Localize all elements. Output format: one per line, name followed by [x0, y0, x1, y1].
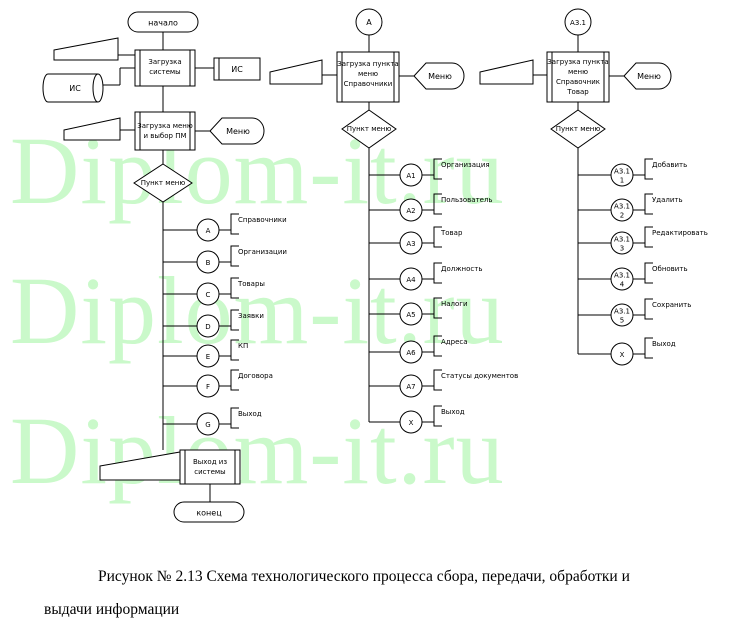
col2-annotation-5: Налоги	[441, 300, 468, 308]
col3-annotation-5: Сохранить	[652, 301, 691, 309]
col1-node-4-label: D	[205, 323, 210, 331]
col1-node-6-label: F	[206, 383, 210, 391]
col3-node-1-label: 1	[620, 177, 624, 185]
col2-annotation-4: Должность	[441, 265, 482, 273]
exit-system-process	[179, 449, 241, 485]
col3-node-4-label: A3.1	[614, 272, 630, 280]
col3-load-line1: Загрузка пункта	[547, 58, 608, 66]
col1-node-5-label: E	[206, 353, 210, 361]
exit-system-line2: системы	[194, 468, 225, 476]
col3-node-4-label: 4	[620, 281, 625, 289]
col1-node-1-label: A	[206, 227, 211, 235]
decision-col2-label: Пункт меню	[347, 125, 392, 133]
storage-is	[213, 57, 261, 81]
col1-annotation-7: Выход	[238, 410, 262, 418]
col1-annotation-5: КП	[238, 342, 248, 350]
col2-node-5-label: A5	[406, 311, 415, 319]
is-right-label: ИС	[231, 65, 243, 74]
col3-node-2-label: A3.1	[614, 203, 630, 211]
decision-col3-label: Пункт меню	[556, 125, 601, 133]
col1-annotation-4: Заявки	[238, 312, 264, 320]
manual-input-menu	[63, 117, 121, 141]
col2-annotation-2: Пользователь	[441, 196, 493, 204]
col3-node-1-label: A3.1	[614, 168, 630, 176]
col1-node-7-label: G	[205, 421, 210, 429]
col1-annotation-1: Справочники	[238, 216, 287, 224]
col3-annotation-2: Удалить	[652, 196, 683, 204]
manual-input-col2	[269, 59, 323, 85]
end-terminal	[173, 501, 245, 523]
connector-a31-label: A3.1	[570, 19, 586, 27]
col3-annotation-4: Обновить	[652, 265, 688, 273]
caption-line2: выдачи информации	[44, 601, 180, 618]
col1-annotation-3: Товары	[237, 280, 265, 288]
col3-node-6-label: X	[620, 351, 625, 359]
col1-node-2-label: B	[206, 259, 211, 267]
col3-load-line3: Справочник	[556, 78, 600, 86]
end-label: конец	[196, 509, 222, 518]
col1-annotation-6: Договора	[238, 372, 273, 380]
manual-input-col3	[479, 59, 534, 85]
menu-label-3: Меню	[637, 72, 661, 81]
col3-node-5-label: A3.1	[614, 308, 630, 316]
display-menu-3	[623, 62, 672, 90]
figure-caption: Рисунок № 2.13 Схема технологического пр…	[44, 560, 724, 626]
col2-node-2-label: A2	[406, 207, 415, 215]
display-menu-2	[413, 62, 465, 90]
col3-node-5-label: 5	[620, 317, 624, 325]
load-menu-line1: Загрузка меню	[137, 122, 193, 130]
col3-annotation-6: Выход	[652, 340, 676, 348]
col2-node-4-label: A4	[406, 276, 416, 284]
col3-load-line2: меню	[568, 68, 588, 76]
manual-input-top-left	[53, 37, 119, 61]
load-system-line2: системы	[149, 68, 180, 76]
load-item-process-col2	[336, 51, 400, 103]
menu-label-1: Меню	[226, 127, 250, 136]
decision-col1-label: Пункт меню	[141, 179, 186, 187]
col2-node-7-label: A7	[406, 383, 415, 391]
col2-node-6-label: A6	[406, 349, 416, 357]
menu-label-2: Меню	[428, 72, 452, 81]
load-menu-process	[134, 111, 196, 151]
flowchart: начало Загрузка системы ИС ИС Загрузка	[42, 8, 708, 523]
col2-annotation-8: Выход	[441, 408, 465, 416]
exit-system-line1: Выход из	[193, 458, 227, 466]
load-menu-line2: и выбор ПМ	[144, 132, 187, 140]
load-system-line1: Загрузка	[148, 58, 181, 66]
col1-node-3-label: C	[206, 291, 211, 299]
col2-node-8-label: X	[409, 419, 414, 427]
col2-annotation-7: Статусы документов	[441, 372, 518, 380]
connector-a-label: A	[366, 18, 372, 27]
col3-node-3-label: A3.1	[614, 236, 630, 244]
start-label: начало	[148, 19, 178, 28]
col2-annotation-3: Товар	[440, 229, 463, 237]
display-menu-1	[209, 117, 265, 145]
is-left-label: ИС	[69, 84, 81, 93]
manual-input-exit	[99, 451, 181, 481]
col3-load-line4: Товар	[566, 88, 589, 96]
watermark-3: Diplom-it.ru	[10, 397, 505, 504]
col2-node-1-label: A1	[406, 172, 415, 180]
col2-node-3-label: A3	[406, 240, 415, 248]
col2-load-line2: меню	[358, 70, 378, 78]
col2-annotation-6: Адреса	[441, 338, 468, 346]
col2-annotation-1: Организация	[441, 161, 490, 169]
col3-node-3-label: 3	[620, 245, 624, 253]
col2-load-line1: Загрузка пункта	[337, 60, 398, 68]
col3-node-2-label: 2	[620, 212, 624, 220]
caption-line1: Рисунок № 2.13 Схема технологического пр…	[98, 568, 630, 585]
col3-annotation-1: Добавить	[652, 161, 687, 169]
load-item-process-col3	[546, 51, 610, 103]
col3-annotation-3: Редактировать	[652, 229, 708, 237]
col1-annotation-2: Организации	[238, 248, 287, 256]
col2-load-line3: Справочники	[344, 80, 393, 88]
